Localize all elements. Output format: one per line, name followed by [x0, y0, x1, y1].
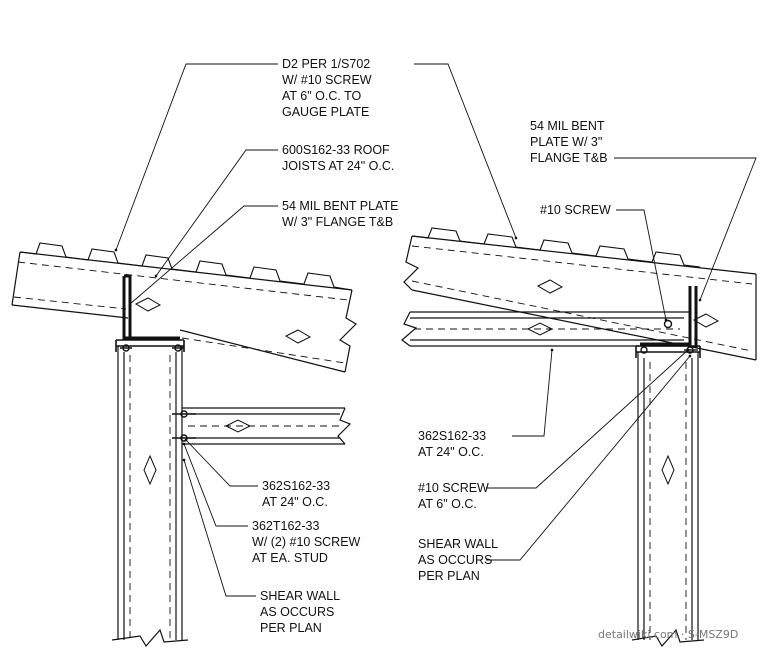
note-d2-screw: D2 PER 1/S702 W/ #10 SCREW AT 6" O.C. TO…	[282, 57, 372, 119]
right-joist-diamond-2	[692, 313, 720, 328]
left-wall-break	[111, 628, 189, 648]
left-leaders	[114, 63, 278, 597]
note-track: 362T162-33 W/ (2) #10 SCREW AT EA. STUD	[252, 519, 361, 565]
note-right-screw: #10 SCREW	[540, 203, 611, 217]
right-bent-plate	[640, 286, 698, 348]
left-roof-break	[339, 289, 357, 373]
left-ceiling-joist	[182, 407, 345, 445]
left-screws	[120, 344, 196, 442]
note-roof-joists: 600S162-33 ROOF JOISTS AT 24" O.C.	[282, 143, 395, 173]
left-ceiling-diamond	[224, 419, 252, 433]
right-ceiling-break	[401, 311, 418, 347]
left-bent-plate	[122, 274, 180, 340]
note-left-bent-plate: 54 MIL BENT PLATE W/ 3" FLANGE T&B	[282, 199, 399, 229]
note-right-shear-wall: SHEAR WALL AS OCCURS PER PLAN	[418, 537, 499, 583]
note-left-shear-wall: SHEAR WALL AS OCCURS PER PLAN	[260, 589, 341, 635]
right-top-track	[635, 345, 701, 358]
left-joist-diamond	[134, 297, 162, 312]
note-right-screw-oc: #10 SCREW AT 6" O.C.	[418, 481, 489, 511]
right-wall-break	[631, 628, 705, 648]
right-detail	[401, 63, 757, 648]
left-roof-joist	[11, 251, 353, 373]
right-joist-diamond	[536, 279, 564, 294]
right-ceiling-diamond	[526, 322, 554, 336]
right-roof-joist	[411, 235, 757, 361]
right-wall-stud-dash	[649, 362, 687, 640]
right-wall-stud	[637, 352, 699, 640]
left-wall-diamond	[143, 454, 157, 486]
right-roof-break	[403, 235, 420, 291]
left-top-track	[115, 339, 185, 352]
left-roof-deck	[19, 242, 353, 291]
right-leaders	[414, 63, 757, 561]
left-wall-stud-dash	[129, 355, 171, 640]
note-left-ceiling-joist: 362S162-33 AT 24" O.C.	[262, 479, 331, 509]
left-ceiling-break	[337, 407, 352, 445]
left-detail	[11, 63, 357, 648]
right-ceiling-joist	[410, 311, 690, 347]
note-right-ceiling-joist: 362S162-33 AT 24" O.C.	[418, 429, 487, 459]
left-joist-diamond-2	[284, 329, 312, 344]
right-screws	[640, 319, 698, 354]
left-roof-joist-dash	[13, 261, 349, 364]
right-roof-deck	[411, 227, 701, 268]
left-wall-stud	[117, 346, 183, 640]
right-wall-diamond	[661, 454, 675, 486]
note-right-bent-plate: 54 MIL BENT PLATE W/ 3" FLANGE T&B	[530, 119, 608, 165]
source-credit: detailwiki.com · S-MSZ9D	[598, 628, 739, 641]
